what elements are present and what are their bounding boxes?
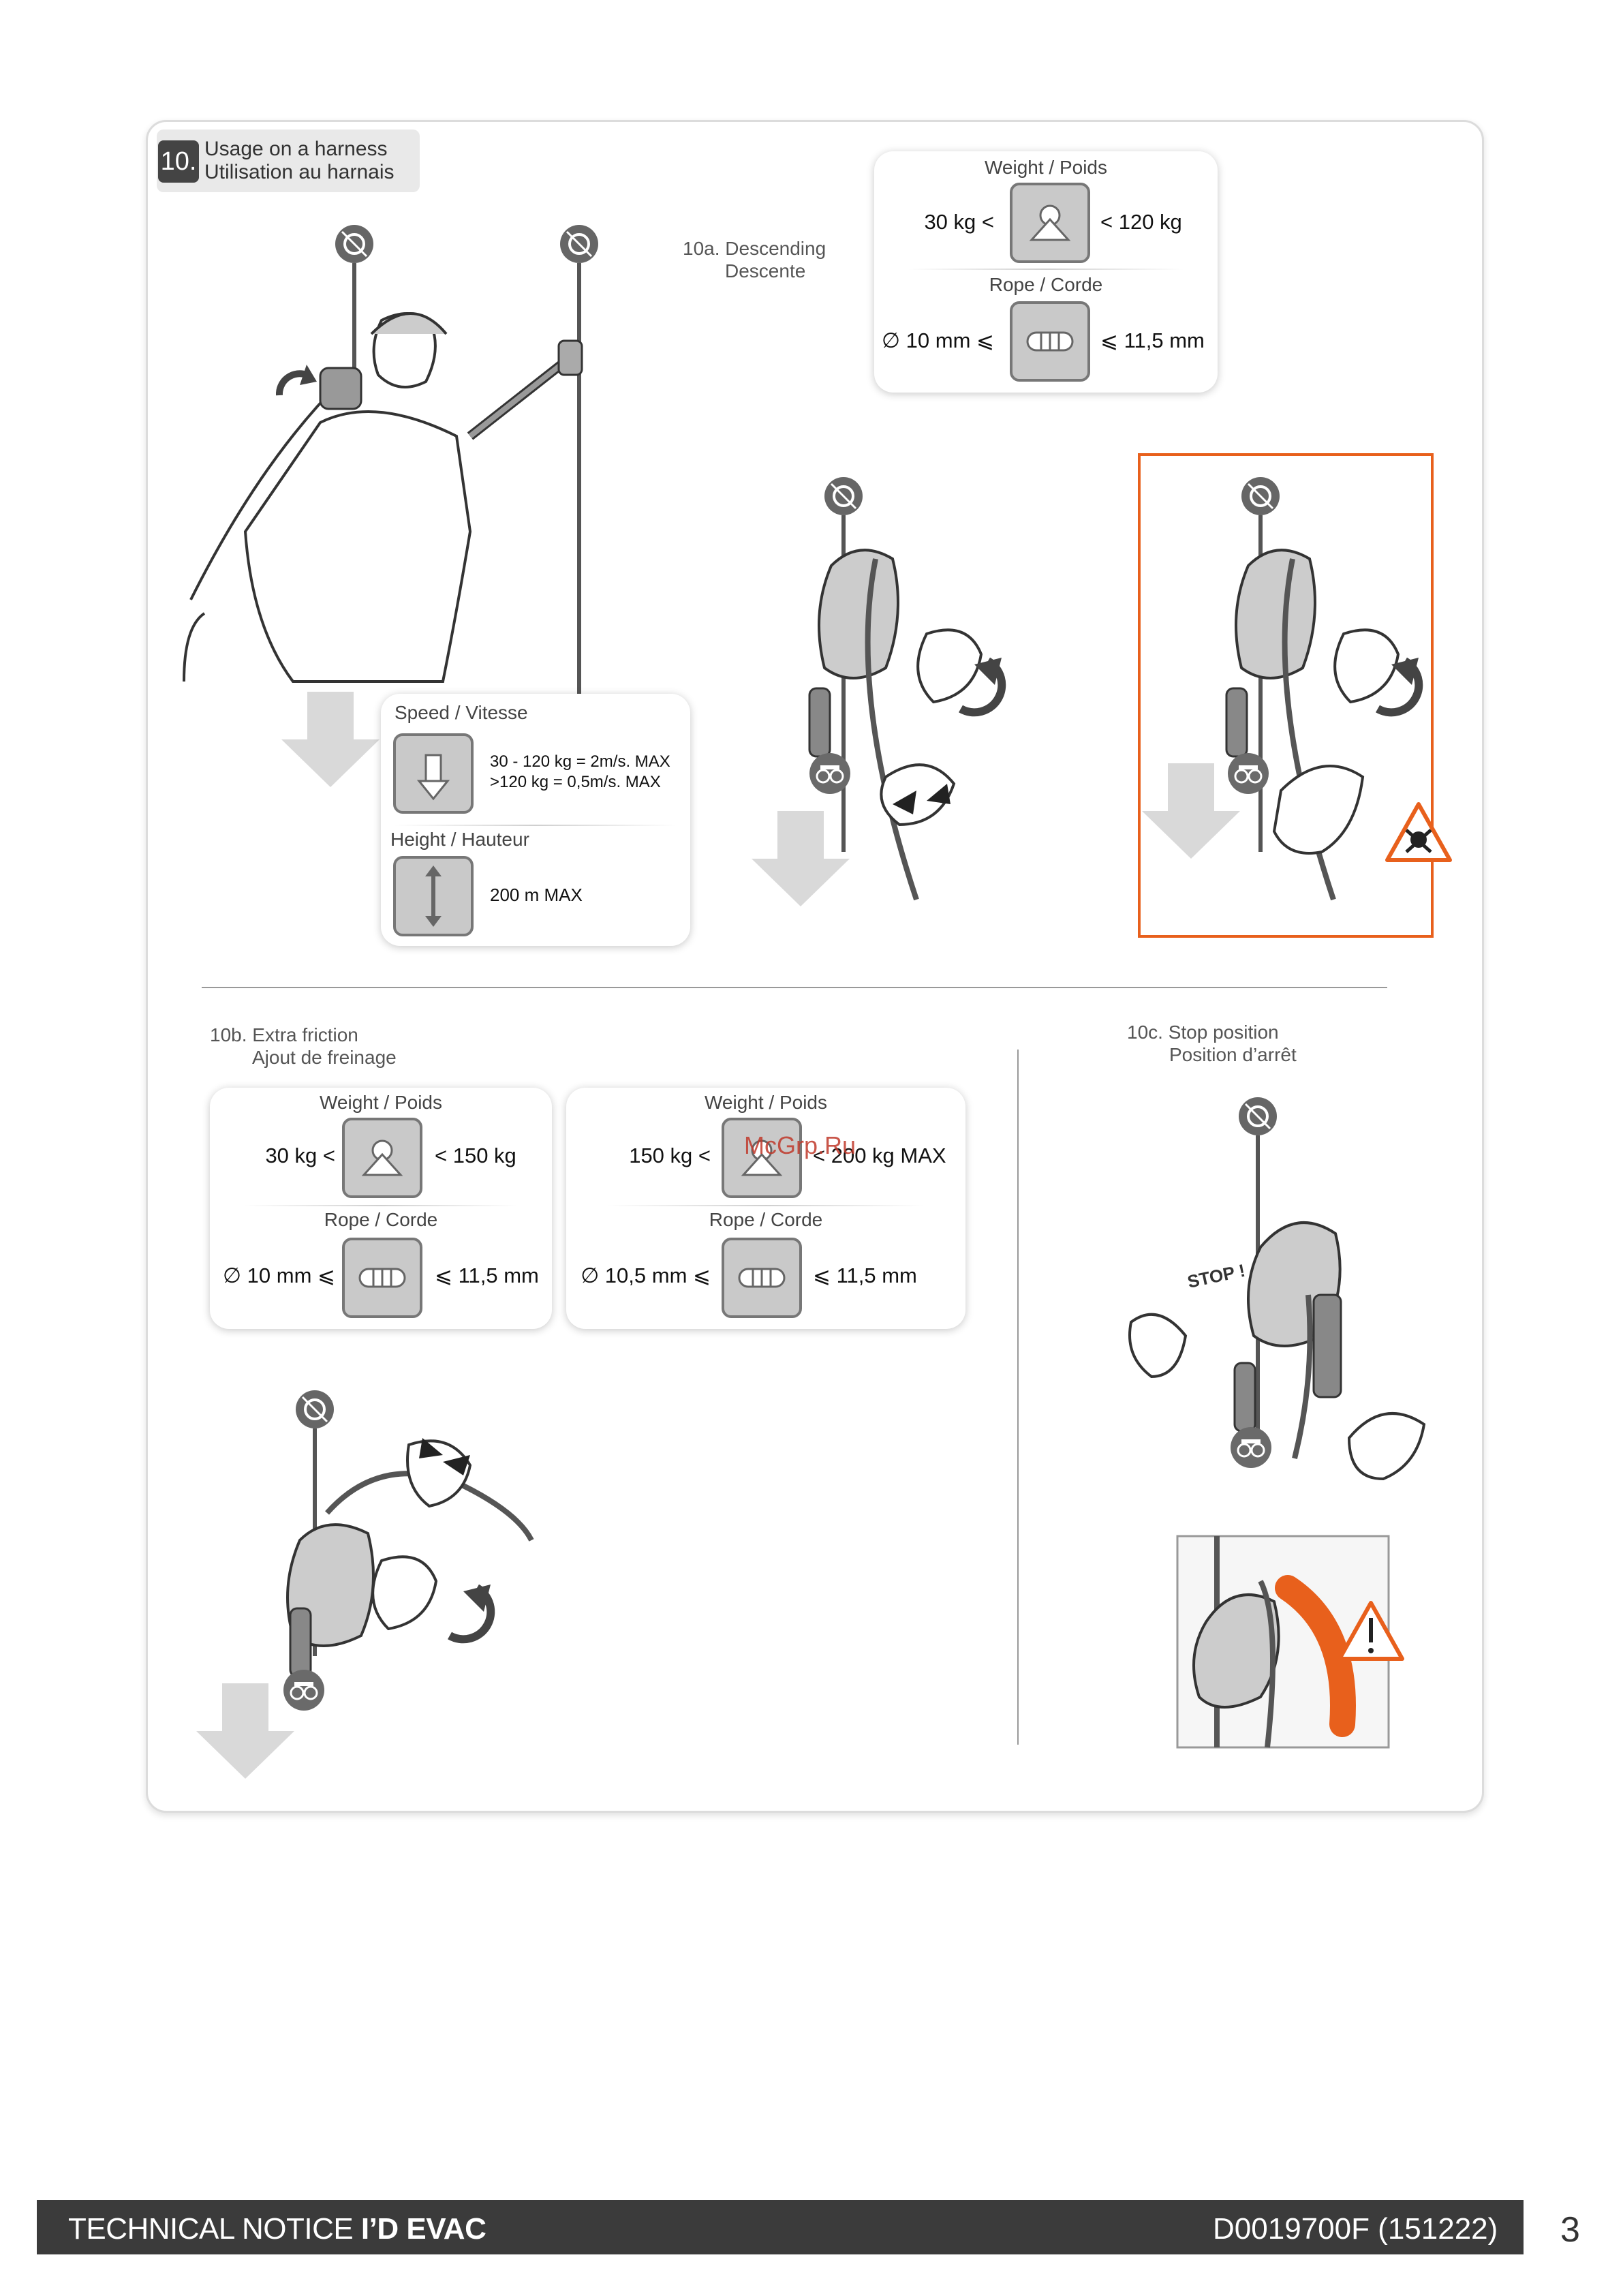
stop-inset-illustration bbox=[1176, 1535, 1404, 1749]
extra-friction-heading-fr: Ajout de freinage bbox=[252, 1047, 397, 1068]
extra-friction-heading-en: 10b. Extra friction bbox=[210, 1024, 358, 1045]
footer-doc-ref: D0019700F (151222) bbox=[1213, 2212, 1498, 2246]
watermark: McGrp.Ru bbox=[744, 1131, 856, 1159]
card-separator bbox=[908, 269, 1184, 270]
warning-icon bbox=[1338, 1601, 1404, 1661]
rope-label: Rope / Corde bbox=[989, 274, 1103, 295]
rope-max: ⩽ 11,5 mm bbox=[435, 1264, 539, 1287]
down-arrow-icon bbox=[281, 692, 380, 787]
descending-heading-en: 10a. Descending bbox=[683, 238, 826, 259]
extra-friction-heading: 10b. Extra friction Ajout de freinage bbox=[210, 1024, 397, 1069]
rope-label: Rope / Corde bbox=[709, 1209, 823, 1230]
descending-heading: 10a. Descending Descente bbox=[683, 237, 826, 282]
danger-skull-icon bbox=[1385, 802, 1452, 862]
down-arrow-icon bbox=[1142, 763, 1240, 859]
extra-friction-card-1: Weight / Poids 30 kg < < 150 kg Rope / C… bbox=[210, 1088, 552, 1329]
speed-label: Speed / Vitesse bbox=[395, 702, 528, 723]
harness-icon bbox=[282, 1668, 326, 1712]
extra-friction-card-2: Weight / Poids 150 kg < < 200 kg MAX Rop… bbox=[566, 1088, 965, 1329]
anchor-icon bbox=[334, 224, 375, 264]
harness-icon bbox=[1226, 752, 1270, 795]
anchor-icon bbox=[294, 1389, 335, 1430]
down-arrow-icon bbox=[196, 1683, 294, 1779]
card-separator bbox=[395, 825, 677, 826]
descending-spec-card: Weight / Poids 30 kg < < 120 kg Rope / C… bbox=[874, 151, 1218, 393]
speed-height-card: Speed / Vitesse 30 - 120 kg = 2m/s. MAX … bbox=[381, 694, 690, 946]
stop-position-illustration: STOP ! bbox=[1128, 1096, 1426, 1481]
rope-coil-icon bbox=[342, 1238, 422, 1318]
weight-label: Weight / Poids bbox=[984, 157, 1108, 178]
harness-icon bbox=[1229, 1426, 1273, 1469]
harness-icon bbox=[808, 752, 852, 795]
weight-label: Weight / Poids bbox=[704, 1092, 828, 1113]
rope-coil-icon bbox=[1010, 301, 1090, 382]
stop-position-heading-en: 10c. Stop position bbox=[1127, 1022, 1279, 1043]
page-number: 3 bbox=[1560, 2210, 1580, 2250]
height-label: Height / Hauteur bbox=[390, 829, 529, 850]
rope-coil-icon bbox=[722, 1238, 802, 1318]
footer-bar bbox=[37, 2200, 1524, 2254]
height-icon bbox=[393, 856, 474, 936]
speed-value-2: >120 kg = 0,5m/s. MAX bbox=[490, 773, 661, 791]
anchor-icon bbox=[1240, 476, 1281, 517]
speed-icon bbox=[393, 733, 474, 814]
footer-product: I’D EVAC bbox=[360, 2212, 486, 2246]
section-title: Usage on a harness Utilisation au harnai… bbox=[204, 138, 394, 184]
harness-person-illustration bbox=[183, 224, 600, 787]
main-panel bbox=[146, 120, 1484, 1813]
weight-max: < 200 kg MAX bbox=[813, 1144, 946, 1167]
section-number: 10. bbox=[158, 140, 199, 183]
descending-heading-fr: Descente bbox=[725, 260, 806, 281]
rope-min: ∅ 10 mm ⩽ bbox=[223, 1264, 335, 1287]
rope-label: Rope / Corde bbox=[324, 1209, 438, 1230]
card-separator bbox=[244, 1205, 518, 1206]
stop-label: STOP ! bbox=[1186, 1260, 1247, 1292]
rope-max: ⩽ 11,5 mm bbox=[813, 1264, 917, 1287]
weight-icon bbox=[342, 1118, 422, 1198]
rope-min: ∅ 10,5 mm ⩽ bbox=[581, 1264, 711, 1287]
section-title-fr: Utilisation au harnais bbox=[204, 161, 395, 183]
weight-icon bbox=[1010, 183, 1090, 263]
extra-friction-illustration bbox=[196, 1389, 534, 1779]
weight-icon bbox=[722, 1118, 802, 1198]
card-separator bbox=[607, 1205, 925, 1206]
descent-hand-illustration bbox=[752, 476, 1006, 906]
anchor-icon bbox=[559, 224, 600, 264]
section-header bbox=[157, 129, 420, 192]
footer-prefix: TECHNICAL NOTICE bbox=[68, 2212, 361, 2246]
weight-max: < 120 kg bbox=[1100, 210, 1182, 234]
stop-position-heading: 10c. Stop position Position d’arrêt bbox=[1127, 1021, 1297, 1066]
height-value: 200 m MAX bbox=[490, 885, 583, 905]
section-title-en: Usage on a harness bbox=[204, 138, 388, 160]
weight-max: < 150 kg bbox=[435, 1144, 516, 1167]
rope-min: ∅ 10 mm ⩽ bbox=[882, 328, 994, 352]
speed-value-1: 30 - 120 kg = 2m/s. MAX bbox=[490, 752, 670, 771]
weight-label: Weight / Poids bbox=[319, 1092, 443, 1113]
stop-position-heading-fr: Position d’arrêt bbox=[1169, 1044, 1297, 1065]
weight-min: 30 kg < bbox=[924, 210, 994, 234]
weight-min: 30 kg < bbox=[265, 1144, 335, 1167]
anchor-icon bbox=[823, 476, 864, 517]
down-arrow-icon bbox=[752, 811, 850, 906]
rope-max: ⩽ 11,5 mm bbox=[1100, 328, 1205, 352]
weight-min: 150 kg < bbox=[629, 1144, 711, 1167]
warning-misuse-illustration bbox=[1138, 453, 1452, 938]
anchor-icon bbox=[1237, 1096, 1278, 1137]
footer-title: TECHNICAL NOTICE I’D EVAC bbox=[68, 2212, 486, 2246]
